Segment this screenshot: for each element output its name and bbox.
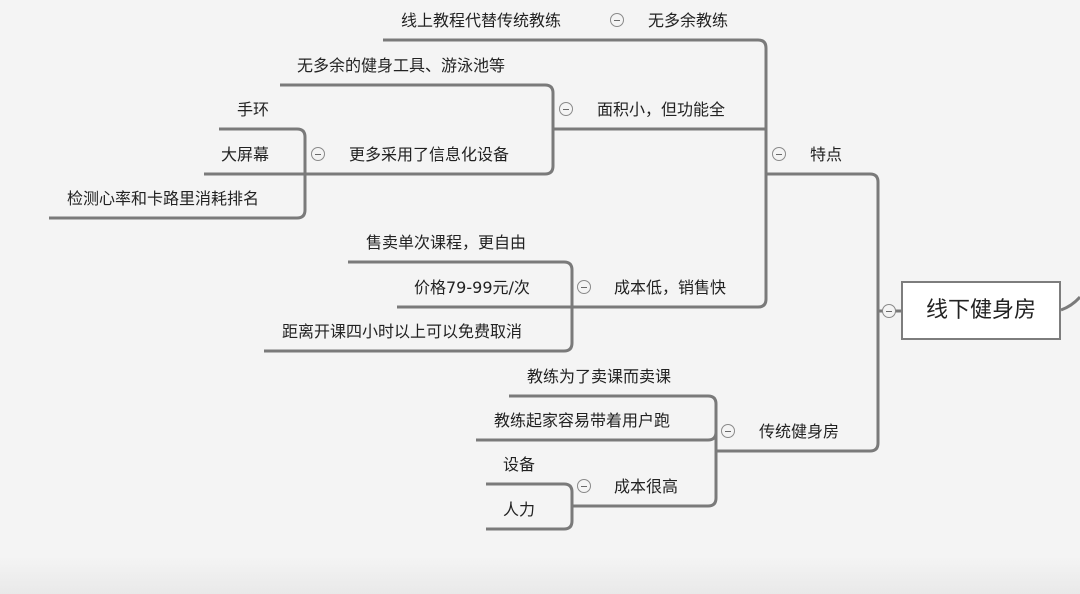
collapse-low-cost-icon[interactable] — [577, 280, 591, 294]
node-heart-rate[interactable]: 检测心率和卡路里消耗排名 — [67, 189, 260, 208]
node-no-extra-equipment[interactable]: 无多余的健身工具、游泳池等 — [297, 56, 506, 75]
node-equipment[interactable]: 设备 — [503, 455, 536, 474]
node-single-class[interactable]: 售卖单次课程，更自由 — [366, 233, 527, 252]
node-no-extra-coach[interactable]: 无多余教练 — [648, 11, 729, 30]
collapse-small-area-icon[interactable] — [559, 102, 573, 116]
node-free-cancel[interactable]: 距离开课四小时以上可以免费取消 — [282, 322, 523, 341]
node-small-area[interactable]: 面积小，但功能全 — [597, 100, 726, 119]
connector-info-devices-trunk — [49, 127, 307, 220]
collapse-info-devices-icon[interactable] — [311, 147, 325, 161]
connector-features-trunk — [383, 38, 768, 309]
node-coach-sells[interactable]: 教练为了卖课而卖课 — [527, 367, 672, 386]
node-online-tutorial[interactable]: 线上教程代替传统教练 — [401, 11, 562, 30]
collapse-traditional-gym-icon[interactable] — [721, 424, 735, 438]
node-traditional-gym[interactable]: 传统健身房 — [759, 422, 840, 441]
node-high-cost[interactable]: 成本很高 — [614, 477, 679, 496]
root-connector-right — [1060, 295, 1080, 312]
node-features[interactable]: 特点 — [810, 145, 843, 164]
root-node[interactable]: 线下健身房 — [901, 281, 1061, 340]
collapse-high-cost-icon[interactable] — [577, 479, 591, 493]
node-price[interactable]: 价格79-99元/次 — [414, 278, 530, 297]
node-coach-takes-users[interactable]: 教练起家容易带着用户跑 — [494, 411, 671, 430]
collapse-root-icon[interactable] — [882, 304, 896, 318]
collapse-no-extra-coach-icon[interactable] — [610, 13, 624, 27]
node-info-devices[interactable]: 更多采用了信息化设备 — [349, 145, 510, 164]
connector-high-cost-trunk — [486, 482, 574, 531]
node-labor[interactable]: 人力 — [503, 500, 536, 519]
node-low-cost[interactable]: 成本低，销售快 — [614, 278, 727, 297]
bottom-band — [0, 556, 1080, 594]
node-big-screen[interactable]: 大屏幕 — [221, 145, 270, 164]
connector-level1-trunk — [716, 172, 880, 453]
connector-low-cost-trunk — [264, 260, 574, 353]
collapse-features-icon[interactable] — [772, 147, 786, 161]
connector-traditional-trunk — [476, 394, 718, 508]
node-wristband[interactable]: 手环 — [237, 100, 270, 119]
connector-small-area-trunk — [280, 83, 555, 176]
